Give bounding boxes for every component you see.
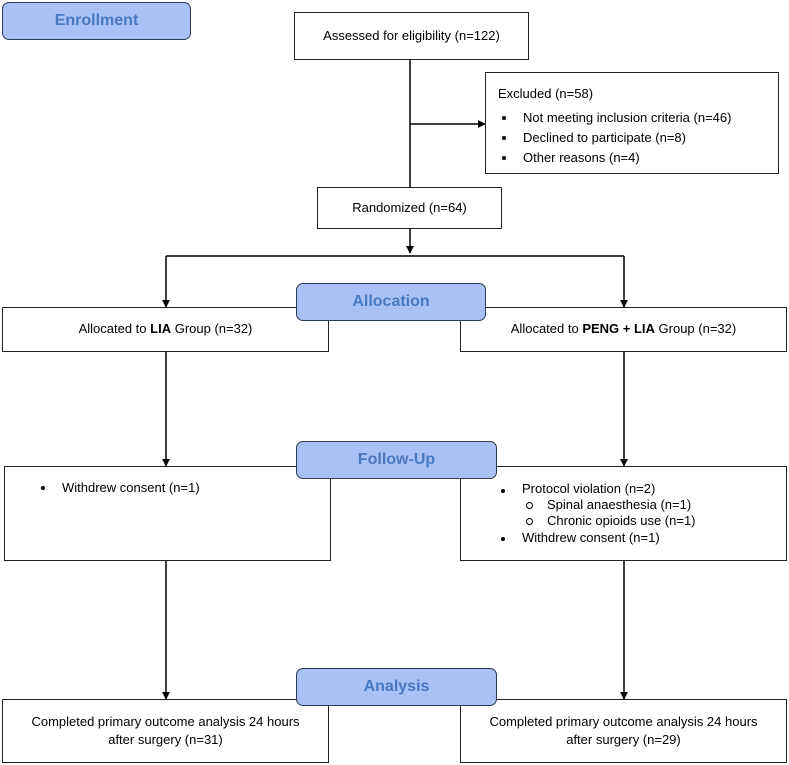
excluded-list: Not meeting inclusion criteria (n=46) De… <box>498 108 778 168</box>
followup-right-item: Protocol violation (n=2) Spinal anaesthe… <box>497 481 786 529</box>
followup-left-list: Withdrew consent (n=1) <box>37 478 330 498</box>
analysis-right-box: Completed primary outcome analysis 24 ho… <box>460 699 787 763</box>
protocol-violation-text: Protocol violation (n=2) <box>522 481 656 496</box>
analysis-right-text: Completed primary outcome analysis 24 ho… <box>489 713 758 747</box>
excluded-box: Excluded (n=58) Not meeting inclusion cr… <box>485 72 779 174</box>
assessed-box: Assessed for eligibility (n=122) <box>294 12 529 60</box>
excluded-item: Not meeting inclusion criteria (n=46) <box>498 108 778 128</box>
allocation-left-box: Allocated to LIA Group (n=32) <box>2 307 329 352</box>
followup-right-item: Withdrew consent (n=1) <box>497 529 786 547</box>
analysis-left-box: Completed primary outcome analysis 24 ho… <box>2 699 329 763</box>
allocation-right-group: PENG + LIA <box>582 321 655 337</box>
excluded-item: Other reasons (n=4) <box>498 148 778 168</box>
followup-left-item: Withdrew consent (n=1) <box>37 478 330 498</box>
protocol-violation-sublist: Spinal anaesthesia (n=1) Chronic opioids… <box>522 497 786 529</box>
excluded-item: Declined to participate (n=8) <box>498 128 778 148</box>
stage-label-analysis: Analysis <box>296 668 497 706</box>
stage-label-follow-up: Follow-Up <box>296 441 497 479</box>
allocation-right-box: Allocated to PENG + LIA Group (n=32) <box>460 307 787 352</box>
allocation-right-text: Allocated to PENG + LIA Group (n=32) <box>510 321 737 337</box>
followup-left-box: Withdrew consent (n=1) <box>4 466 331 561</box>
assessed-text: Assessed for eligibility (n=122) <box>323 27 500 43</box>
followup-right-list: Protocol violation (n=2) Spinal anaesthe… <box>497 481 786 547</box>
allocation-left-group: LIA <box>150 321 172 337</box>
followup-right-box: Protocol violation (n=2) Spinal anaesthe… <box>460 466 787 561</box>
protocol-violation-subitem: Spinal anaesthesia (n=1) <box>522 497 786 513</box>
analysis-left-text: Completed primary outcome analysis 24 ho… <box>31 713 300 747</box>
randomized-text: Randomized (n=64) <box>352 199 467 215</box>
allocation-left-text: Allocated to LIA Group (n=32) <box>78 321 253 337</box>
stage-label-allocation: Allocation <box>296 283 486 321</box>
randomized-box: Randomized (n=64) <box>317 187 502 229</box>
excluded-title: Excluded (n=58) <box>498 86 594 101</box>
stage-label-enrollment: Enrollment <box>2 2 191 40</box>
protocol-violation-subitem: Chronic opioids use (n=1) <box>522 513 786 529</box>
